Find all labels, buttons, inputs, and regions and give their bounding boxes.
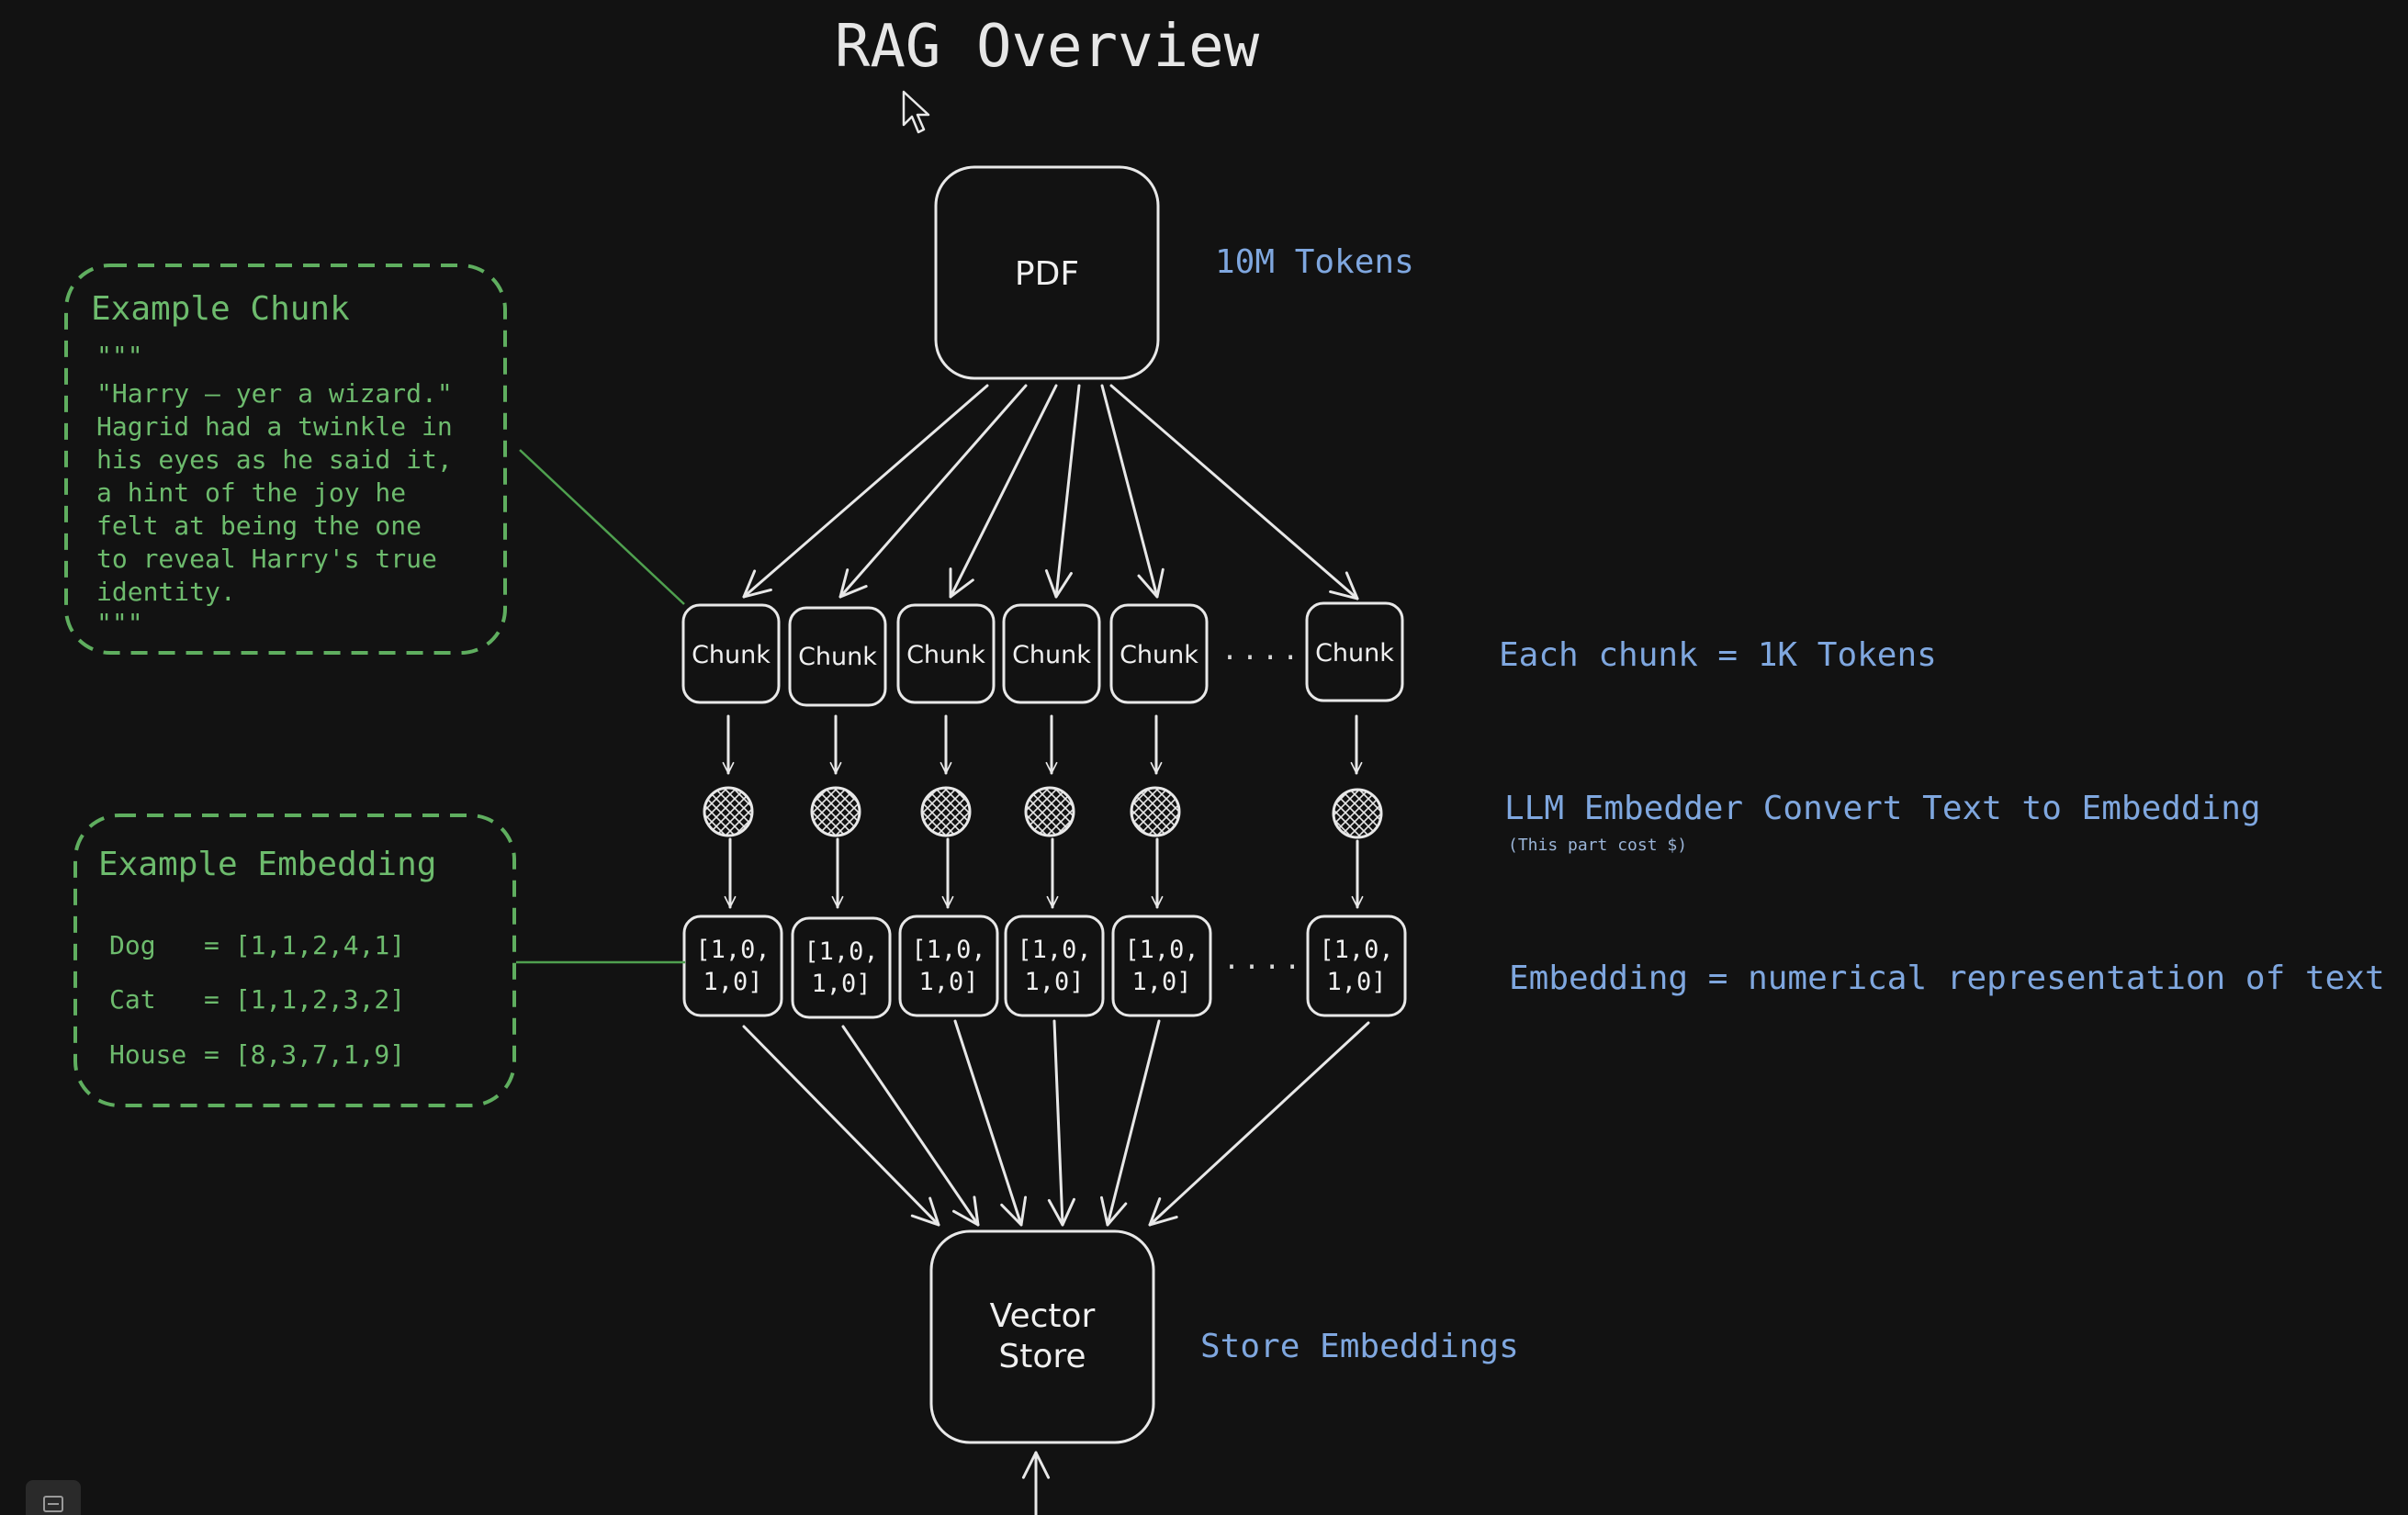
svg-text:1,0]: 1,0] — [1326, 968, 1386, 996]
pdf-to-chunk-arrows — [742, 384, 1359, 600]
embedder-node-icon — [1332, 788, 1383, 839]
chunk-box: Chunk — [1002, 603, 1101, 704]
arrow-pdf-chunk-4 — [1044, 384, 1081, 599]
arrow-pdf-chunk-3 — [949, 384, 1058, 599]
chunk-box: Chunk — [1109, 603, 1209, 704]
arrow-pdf-chunk-6 — [1109, 384, 1359, 600]
example-chunk-panel: Example Chunk """ "Harry — yer a wizard.… — [64, 264, 507, 655]
svg-text:[1,0,: [1,0, — [804, 937, 878, 966]
embedder-node-icon — [1024, 786, 1075, 837]
embedding-box: [1,0, 1,0] — [791, 916, 892, 1019]
embedder-node-icon — [703, 786, 754, 837]
svg-text:1,0]: 1,0] — [703, 968, 762, 996]
svg-text:[1,0,: [1,0, — [1319, 936, 1393, 964]
diagram-title: RAG Overview — [835, 13, 1260, 81]
embedder-note: LLM Embedder Convert Text to Embedding — [1504, 790, 2261, 827]
example-chunk-line: Hagrid had a twinkle in — [96, 411, 453, 442]
vector-store-label-line2: Store — [998, 1338, 1086, 1375]
embedding-box: [1,0, 1,0] — [682, 915, 783, 1017]
embedder-cost-note: (This part cost $) — [1508, 836, 1687, 855]
svg-text:1,0]: 1,0] — [811, 970, 871, 998]
example-chunk-title: Example Chunk — [91, 290, 350, 328]
embedder-node-icon — [1130, 786, 1181, 837]
example-chunk-line: felt at being the one — [96, 511, 422, 541]
example-chunk-line: """ — [96, 608, 143, 638]
embedding-box: [1,0, 1,0] — [1004, 915, 1105, 1017]
embedder-to-embedding-arrows — [724, 837, 1364, 909]
chunk-box: Chunk — [681, 603, 781, 704]
vector-store-note: Store Embeddings — [1200, 1328, 1519, 1365]
embedder-node-icon — [810, 786, 861, 837]
chunk-to-embedder-arrows — [722, 714, 1363, 775]
chunk-box: Chunk — [896, 603, 996, 704]
chunk-ellipsis: ..... — [1221, 634, 1322, 667]
embedding-to-store-arrows — [742, 1019, 1370, 1227]
svg-text:Chunk: Chunk — [1120, 641, 1198, 669]
chunk-row: Chunk Chunk Chunk Chunk Chunk ..... Chun… — [681, 601, 1404, 707]
example-embedding-word: House — [109, 1039, 186, 1070]
svg-text:[1,0,: [1,0, — [911, 936, 985, 964]
embedding-box: [1,0, 1,0] — [1111, 915, 1212, 1017]
svg-text:[1,0,: [1,0, — [1124, 936, 1198, 964]
example-chunk-line: his eyes as he said it, — [96, 444, 453, 475]
toolbar-icon[interactable] — [26, 1480, 81, 1515]
svg-text:Chunk: Chunk — [692, 641, 771, 669]
example-chunk-line: identity. — [96, 577, 236, 607]
example-embedding-vector: = [8,3,7,1,9] — [204, 1039, 405, 1070]
arrow-pdf-chunk-2 — [838, 384, 1028, 599]
svg-text:1,0]: 1,0] — [918, 968, 978, 996]
example-chunk-line: """ — [96, 341, 143, 371]
svg-text:Chunk: Chunk — [798, 643, 877, 671]
example-embedding-title: Example Embedding — [98, 846, 436, 883]
example-chunk-line: to reveal Harry's true — [96, 544, 437, 574]
embedding-note: Embedding = numerical representation of … — [1509, 960, 2385, 997]
embedding-box: [1,0, 1,0] — [1306, 915, 1407, 1017]
cursor-icon — [902, 90, 930, 134]
chunk-box: Chunk — [788, 606, 887, 707]
chunk-size-note: Each chunk = 1K Tokens — [1499, 636, 1937, 674]
example-chunk-line: a hint of the joy he — [96, 477, 406, 508]
example-embedding-vector: = [1,1,2,3,2] — [204, 984, 405, 1015]
example-embedding-vector: = [1,1,2,4,1] — [204, 930, 405, 960]
arrow-pdf-chunk-5 — [1100, 384, 1165, 599]
embedding-row: [1,0, 1,0] [1,0, 1,0] [1,0, 1,0] [1,0, 1… — [682, 915, 1407, 1019]
pdf-node: PDF — [934, 165, 1160, 380]
pdf-token-note: 10M Tokens — [1215, 243, 1414, 281]
example-chunk-line: "Harry — yer a wizard." — [96, 378, 453, 409]
pdf-label: PDF — [1015, 255, 1079, 293]
example-embedding-word: Dog — [109, 930, 156, 960]
embedding-ellipsis: ..... — [1223, 944, 1324, 976]
chunk-box: Chunk — [1305, 601, 1404, 702]
vector-store-node: Vector Store — [929, 1229, 1155, 1444]
embedding-box: [1,0, 1,0] — [898, 915, 999, 1017]
svg-text:1,0]: 1,0] — [1131, 968, 1191, 996]
embedder-row — [703, 786, 1383, 839]
svg-text:1,0]: 1,0] — [1024, 968, 1084, 996]
example-chunk-connector — [519, 449, 685, 605]
svg-text:Chunk: Chunk — [1012, 641, 1091, 669]
example-embedding-panel: Example Embedding Dog = [1,1,2,4,1] Cat … — [73, 814, 516, 1107]
arrow-pdf-chunk-1 — [742, 384, 989, 599]
svg-text:Chunk: Chunk — [1315, 639, 1394, 668]
svg-text:[1,0,: [1,0, — [695, 936, 770, 964]
example-embedding-word: Cat — [109, 984, 156, 1015]
embedder-node-icon — [920, 786, 972, 837]
svg-text:[1,0,: [1,0, — [1017, 936, 1091, 964]
svg-text:Chunk: Chunk — [906, 641, 985, 669]
vector-store-label-line1: Vector — [990, 1297, 1096, 1335]
